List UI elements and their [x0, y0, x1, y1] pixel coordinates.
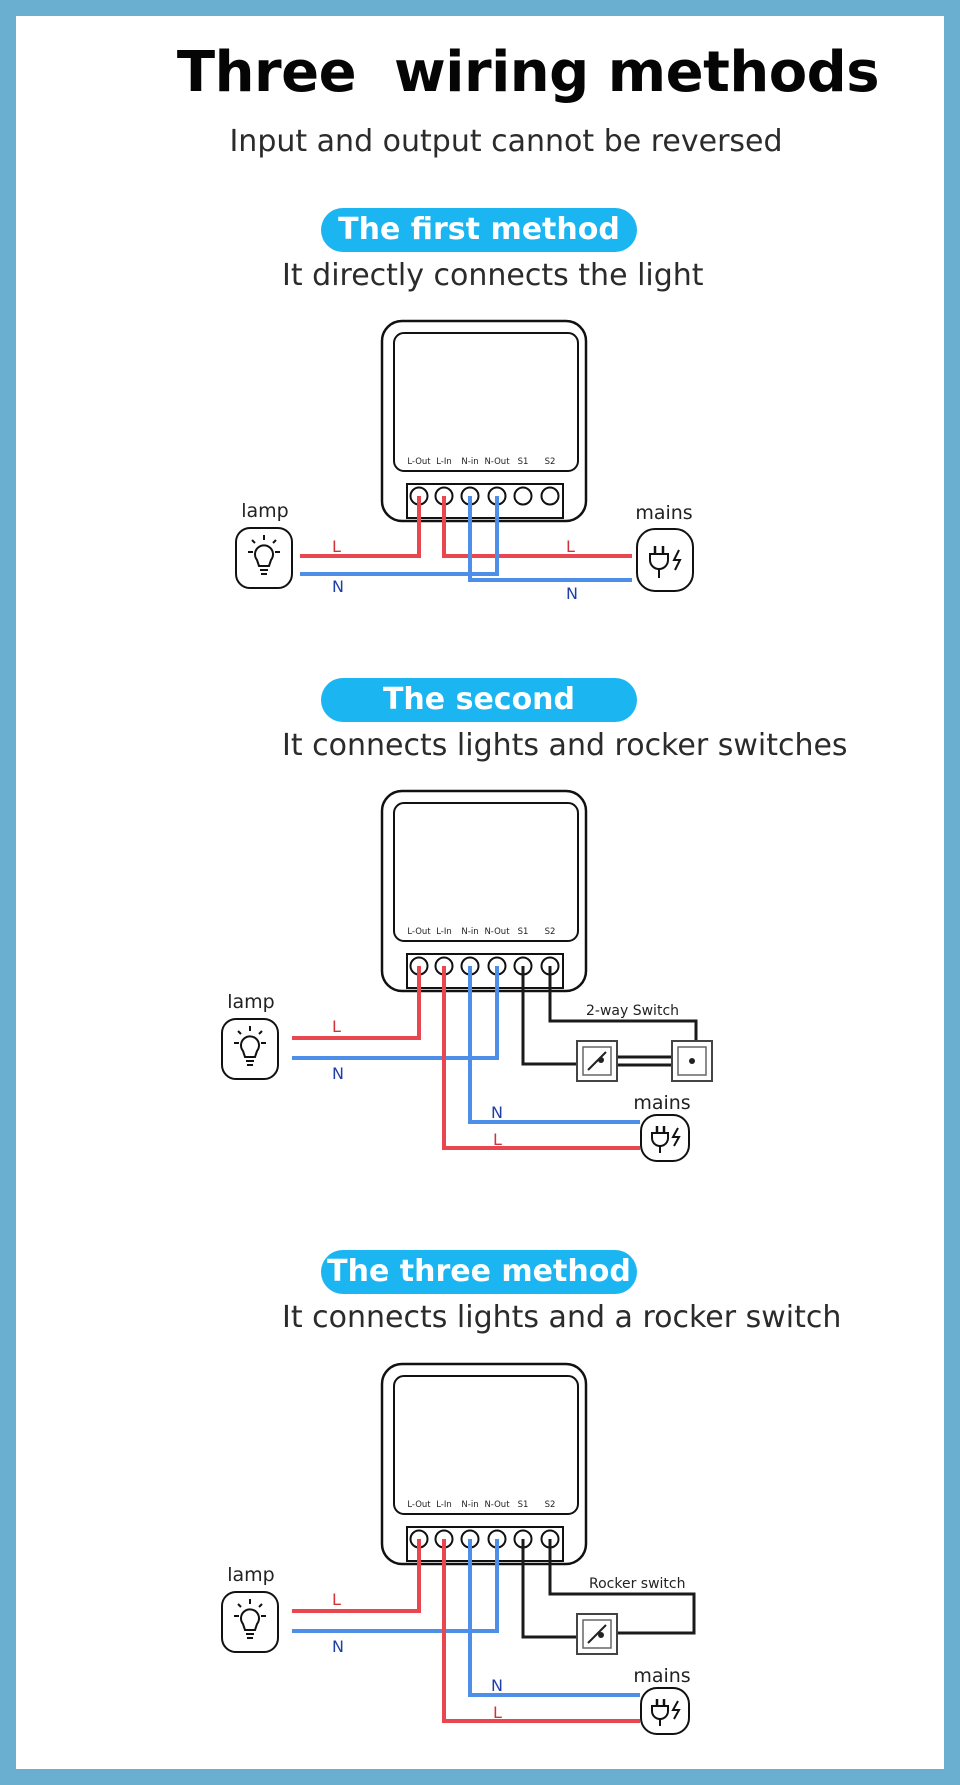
live-label-lamp: L	[332, 537, 341, 556]
live-wire-lamp	[292, 1539, 421, 1613]
live-label-mains: L	[493, 1703, 502, 1722]
relay-module: L-Out L-In N-in N-Out S1 S2	[380, 319, 588, 523]
two-way-switch-label: 2-way Switch	[586, 1003, 679, 1019]
terminal-label-s1: S1	[518, 927, 529, 937]
method-2-description: It connects lights and rocker switches	[282, 728, 848, 763]
terminal-label-l-out: L-Out	[407, 457, 431, 467]
live-wire-mains	[442, 966, 640, 1150]
relay-module: L-Out L-In N-in N-Out S1 S2	[380, 1362, 588, 1566]
terminal-label-s2: S2	[545, 457, 556, 467]
rocker-switch-icon	[576, 1613, 618, 1655]
method-1-description: It directly connects the light	[282, 258, 704, 293]
terminal-label-n-in: N-in	[461, 457, 478, 467]
live-wire-mains	[442, 496, 632, 558]
method-2-diagram: L-Out L-In N-in N-Out S1 S2 L N N L 2-wa…	[221, 789, 713, 1162]
terminal-label-s2: S2	[545, 927, 556, 937]
live-label-mains: L	[566, 537, 575, 556]
terminal-label-l-in: L-In	[436, 457, 452, 467]
neutral-label-mains: N	[566, 584, 578, 603]
rocker-switch-label: Rocker switch	[589, 1576, 685, 1592]
method-2-heading: The second method	[321, 678, 637, 761]
live-wire-lamp	[300, 496, 421, 558]
neutral-wire-mains	[468, 496, 632, 582]
method-3-diagram: L-Out L-In N-in N-Out S1 S2 L N N L Rock…	[221, 1362, 696, 1735]
method-1-diagram: L-Out L-In N-in N-Out S1 S2 L L N N lamp	[235, 319, 694, 603]
lamp-icon	[221, 1591, 279, 1653]
plug-icon	[640, 1114, 690, 1162]
terminal-label-n-in: N-in	[461, 927, 478, 937]
two-way-switch-icon	[671, 1040, 713, 1082]
terminal-s1	[513, 486, 533, 506]
neutral-wire-lamp	[292, 966, 499, 1060]
neutral-wire-lamp	[292, 1539, 499, 1633]
neutral-label-lamp: N	[332, 577, 344, 596]
plug-icon	[636, 528, 694, 592]
switch-wire-s1	[521, 966, 601, 1066]
mains-label: mains	[635, 502, 692, 524]
page-subtitle: Input and output cannot be reversed	[229, 124, 783, 159]
neutral-wire-lamp	[300, 496, 499, 576]
lamp-label: lamp	[227, 991, 275, 1013]
terminal-label-n-in: N-in	[461, 1500, 478, 1510]
page-title: Three wiring methods	[176, 40, 880, 105]
neutral-label-mains: N	[491, 1676, 503, 1695]
lamp-icon	[221, 1018, 279, 1080]
live-label-lamp: L	[332, 1017, 341, 1036]
live-wire-lamp	[292, 966, 421, 1040]
relay-module: L-Out L-In N-in N-Out S1 S2	[380, 789, 588, 993]
terminal-label-l-in: L-In	[436, 927, 452, 937]
switch-wire-s2	[548, 1539, 696, 1635]
terminal-label-n-out: N-Out	[484, 1500, 510, 1510]
terminal-label-l-out: L-Out	[407, 1500, 431, 1510]
two-way-switch-icon	[576, 1040, 618, 1082]
live-label-mains: L	[493, 1130, 502, 1149]
lamp-icon	[235, 527, 293, 589]
plug-icon	[640, 1687, 690, 1735]
switch-wire-s1	[521, 1539, 601, 1639]
live-label-lamp: L	[332, 1590, 341, 1609]
mains-label: mains	[633, 1092, 690, 1114]
lamp-label: lamp	[227, 1564, 275, 1586]
neutral-wire-mains	[468, 966, 640, 1124]
lamp-label: lamp	[241, 500, 289, 522]
neutral-wire-mains	[468, 1539, 640, 1697]
method-1-heading: The first method	[321, 208, 637, 252]
live-wire-mains	[442, 1539, 640, 1723]
method-3-heading: The three method	[321, 1250, 637, 1294]
method-3-description: It connects lights and a rocker switch	[282, 1300, 842, 1335]
terminal-label-s1: S1	[518, 1500, 529, 1510]
terminal-label-s1: S1	[518, 457, 529, 467]
neutral-label-lamp: N	[332, 1637, 344, 1656]
terminal-s2	[540, 486, 560, 506]
terminal-label-n-out: N-Out	[484, 927, 510, 937]
terminal-label-s2: S2	[545, 1500, 556, 1510]
neutral-label-mains: N	[491, 1103, 503, 1122]
terminal-label-l-in: L-In	[436, 1500, 452, 1510]
terminal-label-n-out: N-Out	[484, 457, 510, 467]
neutral-label-lamp: N	[332, 1064, 344, 1083]
terminal-label-l-out: L-Out	[407, 927, 431, 937]
mains-label: mains	[633, 1665, 690, 1687]
